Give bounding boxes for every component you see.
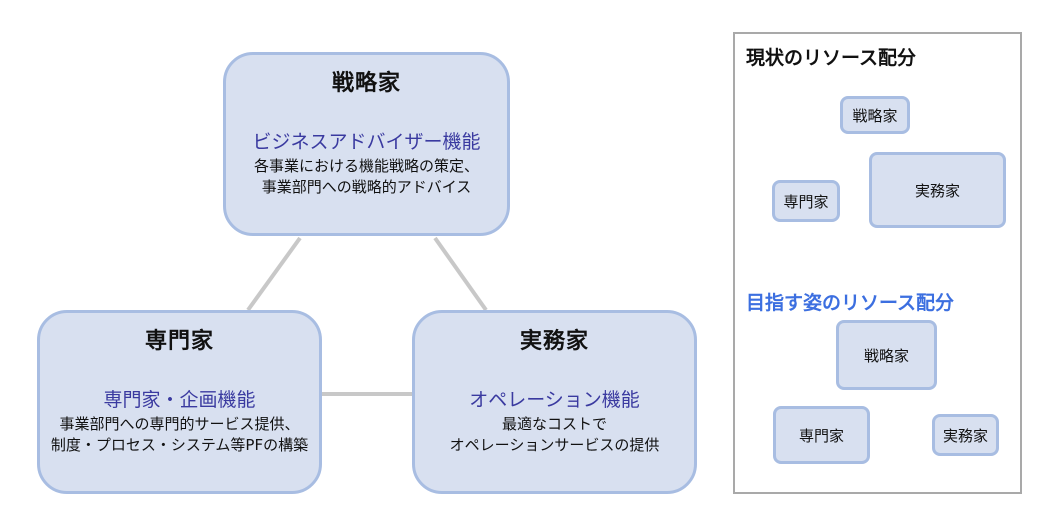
connector-strategist-specialist xyxy=(246,236,302,312)
target-allocation-title: 目指す姿のリソース配分 xyxy=(746,292,955,314)
practitioner-node: 実務家 オペレーション機能 最適なコストで オペレーションサービスの提供 xyxy=(412,310,697,494)
current-specialist-box: 専門家 xyxy=(772,180,840,222)
practitioner-title: 実務家 xyxy=(519,329,589,354)
strategist-desc-line1: 各事業における機能戦略の策定、 xyxy=(253,157,479,175)
current-strategist-box: 戦略家 xyxy=(840,96,910,134)
target-practitioner-box: 実務家 xyxy=(932,414,999,456)
specialist-title: 専門家 xyxy=(144,329,214,354)
connector-strategist-practitioner xyxy=(433,236,488,312)
specialist-function: 専門家・企画機能 xyxy=(103,389,256,411)
current-allocation-title: 現状のリソース配分 xyxy=(746,47,917,69)
target-specialist-box: 専門家 xyxy=(773,406,870,464)
specialist-desc-line1: 事業部門への専門的サービス提供、 xyxy=(59,415,300,433)
practitioner-desc-line2: オペレーションサービスの提供 xyxy=(449,436,660,454)
practitioner-desc-line1: 最適なコストで xyxy=(501,415,607,433)
strategist-title: 戦略家 xyxy=(331,71,401,96)
strategist-function: ビジネスアドバイザー機能 xyxy=(252,131,481,153)
strategist-node: 戦略家 ビジネスアドバイザー機能 各事業における機能戦略の策定、 事業部門への戦… xyxy=(223,52,510,236)
practitioner-function: オペレーション機能 xyxy=(469,389,640,411)
current-practitioner-box: 実務家 xyxy=(869,152,1006,228)
specialist-desc-line2: 制度・プロセス・システム等PFの構築 xyxy=(50,436,309,454)
target-strategist-box: 戦略家 xyxy=(836,320,937,390)
strategist-desc-line2: 事業部門への戦略的アドバイス xyxy=(261,178,472,196)
specialist-node: 専門家 専門家・企画機能 事業部門への専門的サービス提供、 制度・プロセス・シス… xyxy=(37,310,322,494)
